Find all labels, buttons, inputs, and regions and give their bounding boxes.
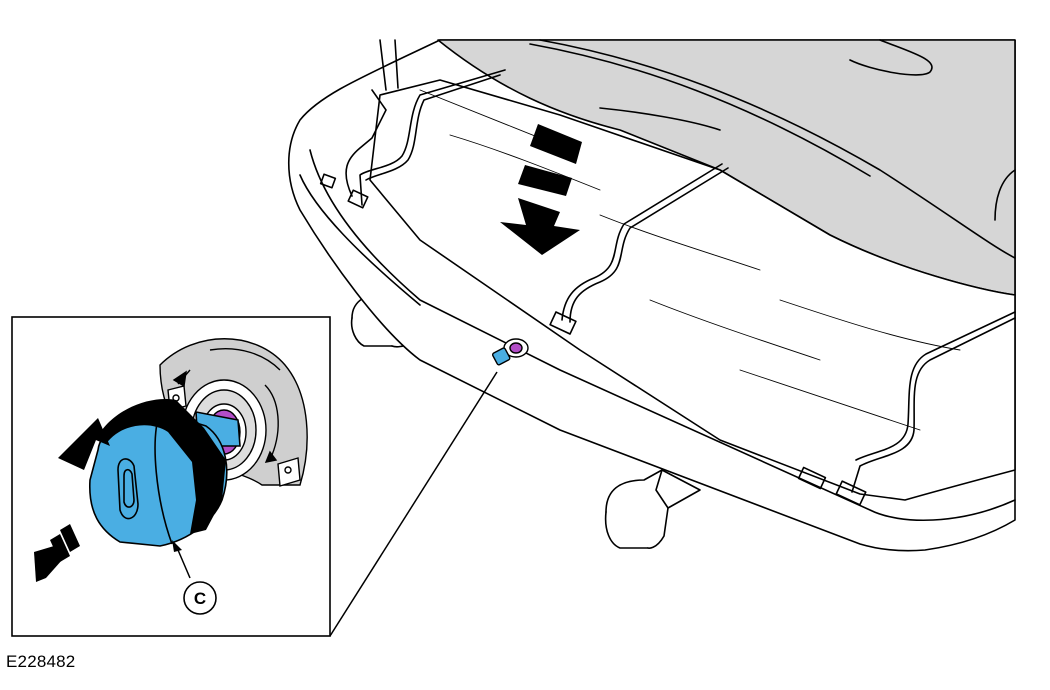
detail-inset: C (11, 316, 331, 637)
rotate-counterclockwise-arrow-icon (58, 399, 226, 534)
strap-1 (345, 89, 387, 197)
callout-c-label: C (194, 589, 206, 608)
strap-3 (569, 167, 729, 323)
callout-c: C (172, 540, 217, 615)
strap-2 (359, 69, 506, 206)
downward-push-arrow-icon (500, 124, 582, 255)
figure-id: E228482 (6, 652, 76, 671)
pull-out-arrow-icon (34, 524, 80, 582)
small-key (492, 347, 511, 366)
strap-4 (851, 317, 1016, 493)
lock-location-on-box (492, 338, 529, 366)
roof-box (287, 39, 1016, 552)
roof-rack-support-right (604, 469, 701, 549)
detail-leader-line (329, 371, 498, 637)
